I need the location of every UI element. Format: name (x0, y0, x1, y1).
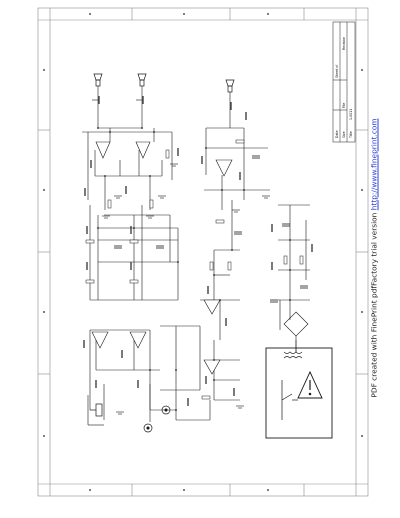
speaker-right-icon (137, 73, 147, 87)
left-filter-ladder (89, 205, 179, 301)
title-label: Title (349, 131, 353, 139)
warning-triangle-icon (297, 370, 323, 399)
op-amp-6 (203, 299, 221, 315)
schematic-wiring (82, 86, 310, 426)
zone-ticks (38, 8, 368, 496)
ground-icon (158, 195, 166, 199)
junction-dots (97, 127, 291, 411)
revision-field: Revision (342, 37, 346, 50)
watermark-text: PDF created with FinePrint pdfFactory tr… (370, 118, 379, 397)
speaker-left-icon (93, 73, 103, 87)
capacitor-symbols (114, 155, 308, 303)
speaker-output-stage (82, 86, 173, 210)
ground-icon (232, 209, 240, 213)
op-amp-symbols (91, 141, 233, 375)
op-amp-1 (95, 141, 111, 159)
doc-number: 1-0011 (349, 109, 353, 120)
title-block: Title 1-0011 Size Date File Sheet of Rev… (332, 21, 356, 143)
jack-3-icon (90, 403, 103, 417)
size-label: Size (342, 131, 346, 138)
file-label: File (342, 103, 346, 108)
drawing-frame (37, 7, 369, 497)
jack-1-icon (143, 423, 153, 433)
speaker-middle-icon (225, 79, 235, 93)
speaker-icons (93, 73, 235, 93)
date-label: Date (335, 130, 339, 138)
middle-amp-chain (199, 92, 270, 420)
component-label-marks (83, 96, 313, 406)
input-jacks (90, 403, 171, 433)
ground-icon (236, 405, 244, 409)
zone-markers (43, 13, 363, 491)
sheet-field: Sheet of (335, 64, 339, 78)
power-supply-section (278, 204, 310, 352)
op-amp-2 (135, 141, 151, 159)
transformer-icon (283, 340, 303, 359)
input-stage (87, 325, 210, 426)
op-amp-7 (203, 359, 221, 375)
op-amp-5 (129, 331, 147, 349)
ground-icon (170, 163, 178, 167)
ground-icon (114, 195, 122, 199)
resistor-symbols (85, 139, 304, 400)
mains-switch-icon (281, 380, 298, 420)
ground-icon (102, 215, 110, 219)
ground-icon (146, 215, 154, 219)
watermark-prefix: PDF created with FinePrint pdfFactory tr… (369, 212, 379, 398)
watermark-link[interactable]: http://www.fineprint.com (369, 118, 379, 211)
op-amp-4 (91, 331, 109, 349)
ground-icon (262, 195, 270, 199)
mains-input-box (265, 340, 333, 439)
ground-icon (116, 411, 124, 415)
op-amp-3 (215, 159, 233, 177)
ground-symbols (102, 163, 270, 415)
jack-2-icon (161, 405, 171, 415)
